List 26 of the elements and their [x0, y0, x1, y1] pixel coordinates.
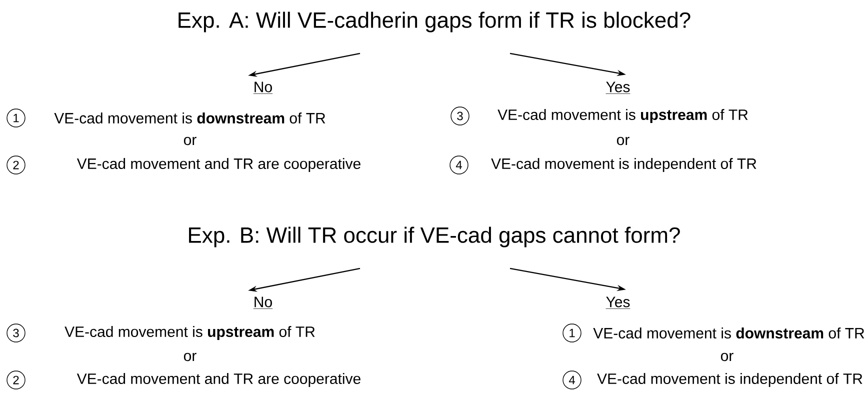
statement: VE-cad movement is independent of TR	[491, 158, 756, 172]
statement: VE-cad movement is upstream of TR	[498, 109, 748, 123]
statement: or	[184, 352, 196, 362]
statement: VE-cad movement and TR are cooperative	[76, 158, 360, 172]
answer-label: Yes	[606, 296, 630, 309]
answer-label: No	[253, 82, 273, 94]
heading: Exp. B: Will TR occur if VE-cad gaps cannot form?	[189, 226, 680, 248]
statement: VE-cad movement is upstream of TR	[64, 326, 315, 340]
circled-number: 3	[6, 324, 26, 342]
heading: Exp. A: Will VE-cadherin gaps form if TR is blocked?	[178, 12, 690, 32]
circled-number: 4	[562, 370, 582, 390]
circled-number: 2	[6, 156, 26, 174]
statement: VE-cad movement is downstream of TR	[593, 328, 864, 338]
statement: VE-cad movement and TR are cooperative	[76, 373, 360, 387]
statement: VE-cad movement is independent of TR	[597, 373, 862, 387]
statement: or	[616, 136, 630, 146]
circled-number: 4	[450, 156, 468, 174]
circled-number: 1	[562, 324, 582, 342]
statement: or	[720, 352, 734, 362]
circled-number: 3	[450, 106, 470, 126]
statement: VE-cad movement is downstream of TR	[54, 112, 326, 124]
circled-number: 2	[6, 370, 26, 390]
circled-number: 1	[6, 108, 26, 128]
answer-label: Yes	[606, 82, 630, 94]
answer-label: No	[253, 296, 273, 309]
statement: or	[184, 136, 196, 146]
